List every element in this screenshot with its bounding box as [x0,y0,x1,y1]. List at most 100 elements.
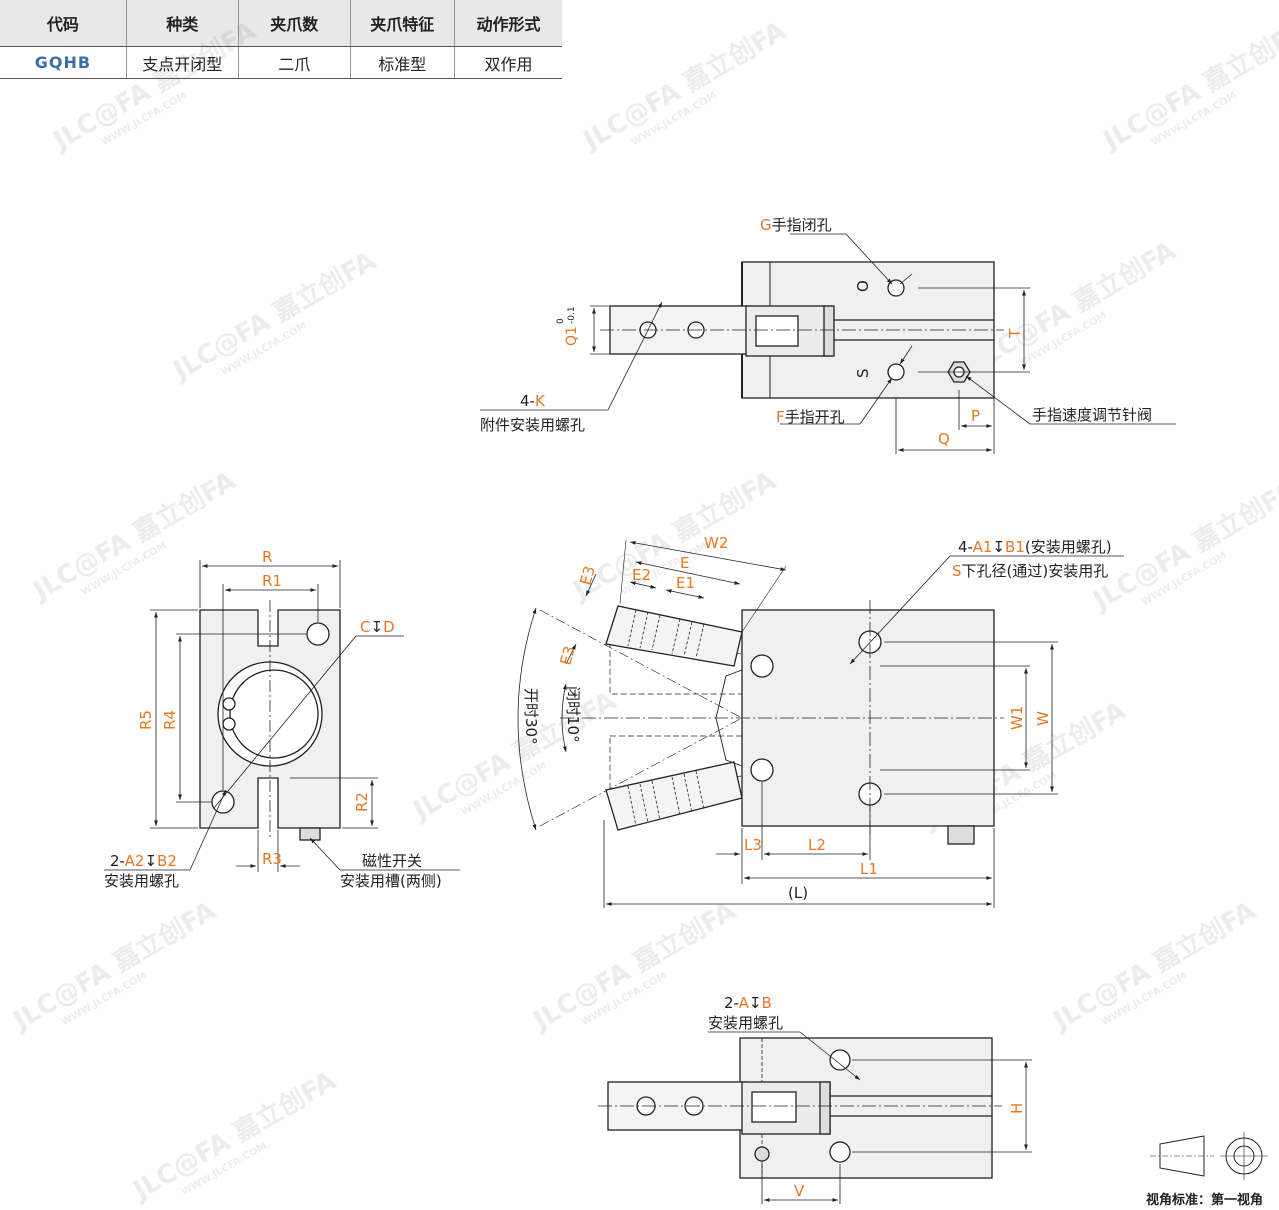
cell-type: 支点开闭型 [126,46,239,79]
leader-a1 [849,555,951,665]
jaw-open-upper [605,605,743,667]
bottom-finger-slot [751,1091,797,1123]
label-a2-text: 安装用螺孔 [104,872,179,890]
bottom-plug [754,1146,770,1162]
label-e2: E2 [632,566,651,584]
label-close-angle: 闭时10° [564,686,582,743]
open-angle-line [539,717,743,827]
dim-e2 [629,581,657,589]
leader-a [799,1031,861,1081]
label-p: P [971,407,980,425]
dim-close-angle [561,683,567,753]
label-q1-tol-upper: 0 [556,318,566,324]
side-view-labels: R R1 R5 R4 R2 R3 C↧D 2-A2↧B2 安装用螺孔 磁性开关 … [104,548,442,890]
label-e3-bottom: E3 [556,644,578,667]
label-v: V [794,1182,805,1200]
label-k: 4-K [520,392,546,410]
watermark-brand: JLC@FA 嘉立创FA [576,15,791,157]
bottom-hole-a-lower [829,1141,851,1163]
leader-k [607,301,663,411]
front-view-labels: W2 E E2 E1 E3 E3 开时30° 闭时10° 4-A1↧B1(安装用… [522,534,1112,902]
watermark-brand: JLC@FA 嘉立创FA [1046,895,1261,1037]
watermark-brand: JLC@FA 嘉立创FA [566,465,781,607]
label-a1: 4-A1↧B1(安装用螺孔) [958,538,1112,556]
label-e3-top: E3 [576,564,598,587]
label-r: R [262,548,272,566]
bottom-view-labels: 2-A↧B 安装用螺孔 H V [708,994,1026,1200]
side-hole-a2 [211,790,235,814]
label-r1: R1 [262,572,282,590]
dim-e [635,561,741,585]
label-q: Q [938,430,950,448]
label-h: H [1008,1103,1026,1114]
view-standard-label: 视角标准：第一视角 [1146,1192,1263,1208]
front-switch [947,825,975,845]
leader-f [859,377,893,425]
leader-c [213,635,357,809]
label-g: G手指闭孔 [760,216,832,234]
projection-cone-icon [1159,1135,1205,1177]
cell-code: GQHB [0,46,127,79]
watermark-brand: JLC@FA 嘉立创FA [406,685,621,827]
spec-table-row: GQHB 支点开闭型 二爪 标准型 双作用 [0,46,562,79]
label-w2: W2 [704,534,728,552]
dim-open-angle [517,607,537,831]
header-jaw-count: 夹爪数 [238,0,351,47]
dim-e3-top [585,573,597,597]
top-port-f [887,363,905,381]
jaw-open-lower [605,761,743,831]
header-type: 种类 [126,0,239,47]
label-q1: Q1 [564,326,580,346]
cell-jaw-count: 二爪 [238,46,351,79]
leader-needle [965,375,1031,425]
jaw-lower-grooves [627,770,705,827]
label-w1: W1 [1008,706,1026,730]
jaw-closed-upper [609,639,743,695]
label-r3: R3 [262,850,282,868]
bottom-hole-a-upper [829,1049,851,1071]
label-needle: 手指速度调节针阀 [1032,406,1152,424]
label-r5: R5 [137,710,155,730]
dim-ext [741,565,787,633]
label-r2: R2 [353,792,371,812]
label-s: S [854,368,872,378]
label-c-d: C↧D [360,618,395,636]
jaw-closed-lower [609,735,743,791]
label-e1: E1 [676,574,695,592]
top-finger-collar [823,305,835,357]
top-view [480,233,1176,454]
watermark-brand: JLC@FA 嘉立创FA [166,245,381,387]
label-q1-group: Q1 0 -0.1 [556,306,580,346]
leader-o [899,273,913,285]
label-o: O [854,280,872,292]
watermark-brand: JLC@FA 嘉立创FA [26,465,241,607]
top-view-labels: G手指闭孔 F手指开孔 4-K 附件安装用螺孔 手指速度调节针阀 O S T P… [480,216,1152,448]
watermark-brand: JLC@FA 嘉立创FA [1086,475,1279,617]
label-s-hole: S下孔径(通过)安装用孔 [952,562,1108,580]
leader-a2 [189,789,227,871]
label-a: 2-A↧B [724,994,772,1012]
cell-action: 双作用 [454,46,562,79]
cell-jaw-feature: 标准型 [350,46,455,79]
bottom-finger-collar [819,1081,831,1135]
front-hole-upper [750,654,774,678]
label-switch-2: 安装用槽(两侧) [340,872,442,890]
label-t: T [1006,328,1024,339]
spec-table-header-row: 代码 种类 夹爪数 夹爪特征 动作形式 [0,0,562,47]
side-hole-c [306,622,330,646]
header-code: 代码 [0,0,127,47]
open-angle-line [539,609,743,719]
side-small-hole [222,697,236,711]
label-l1: L1 [860,860,878,878]
watermark-brand: JLC@FA 嘉立创FA [6,895,221,1037]
dim-ext [619,539,627,605]
label-switch-1: 磁性开关 [362,852,422,870]
label-w: W [1034,711,1052,726]
dim-e3-bottom [565,643,577,665]
projection-symbol [1150,1132,1268,1180]
label-e: E [680,554,689,572]
leader-g [845,233,893,285]
label-a2: 2-A2↧B2 [110,852,177,870]
header-jaw-feature: 夹爪特征 [350,0,455,47]
label-l3: L3 [744,836,762,854]
